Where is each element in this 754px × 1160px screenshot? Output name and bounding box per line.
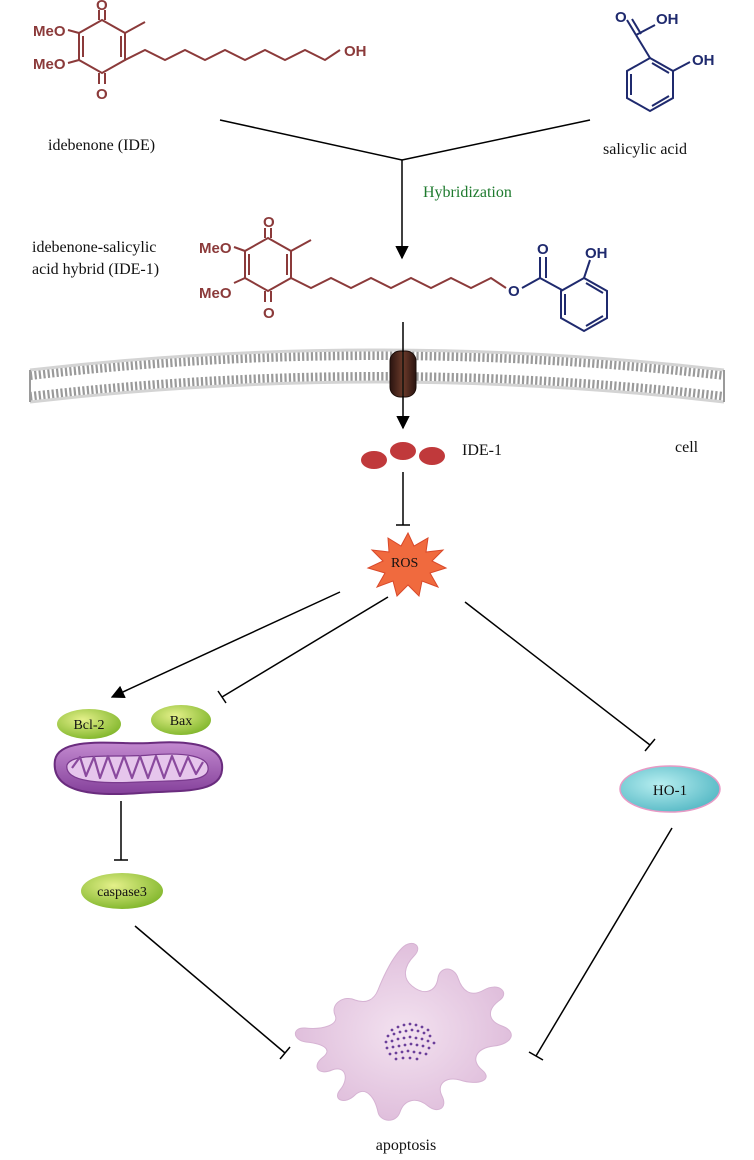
hyb-ester-o: O xyxy=(508,283,520,300)
sal-oh-phenol: OH xyxy=(692,52,715,69)
salicylic-acid-structure xyxy=(626,18,691,113)
ide-o-top: O xyxy=(96,0,108,14)
ros-label: ROS xyxy=(391,556,418,571)
hybrid-label-line1: idebenone-salicylic xyxy=(32,239,156,256)
ros-burst: ROS xyxy=(366,531,448,598)
bcl2-label: Bcl-2 xyxy=(73,718,104,733)
caspase3-node: caspase3 xyxy=(81,873,163,909)
caspase3-inhibits-apoptosis xyxy=(134,925,291,1060)
ide1-label: IDE-1 xyxy=(462,442,502,459)
sal-o: O xyxy=(615,9,627,26)
mito-inhibits-caspase3 xyxy=(114,801,128,861)
apoptosis-label: apoptosis xyxy=(376,1137,436,1154)
ros-activates-bcl2 xyxy=(110,591,341,699)
hybridization-label: Hybridization xyxy=(423,184,512,201)
ide-o-bottom: O xyxy=(96,86,108,103)
ide-oh: OH xyxy=(344,43,367,60)
bcl2-node: Bcl-2 xyxy=(57,709,121,739)
cell-membrane xyxy=(29,348,725,404)
bax-label: Bax xyxy=(170,714,193,729)
hybrid-label-line2: acid hybrid (IDE-1) xyxy=(32,261,159,278)
ho1-label: HO-1 xyxy=(653,783,687,799)
hyb-meo-top: MeO xyxy=(199,240,232,257)
salicylic-acid-label: salicylic acid xyxy=(603,141,687,158)
hybrid-atom-labels: MeO MeO O O O O OH xyxy=(199,214,608,322)
ho1-inhibits-apoptosis xyxy=(528,827,673,1061)
fragmented-nucleus xyxy=(384,1022,436,1061)
idebenone-label: idebenone (IDE) xyxy=(48,137,155,154)
cell-label: cell xyxy=(675,439,699,456)
ho1-node: HO-1 xyxy=(619,765,721,813)
ros-inhibits-ho1 xyxy=(464,601,656,752)
hybrid-structure xyxy=(233,228,608,333)
idebenone-atom-labels: MeO MeO O O OH xyxy=(33,0,367,103)
caspase3-label: caspase3 xyxy=(97,885,147,900)
hybridization-connector xyxy=(219,119,591,260)
ide-meo-bottom: MeO xyxy=(33,56,66,73)
hyb-o-top: O xyxy=(263,214,275,231)
salicylic-atom-labels: O OH OH xyxy=(615,9,715,69)
mitochondrion xyxy=(53,741,224,796)
apoptotic-cell xyxy=(294,943,512,1121)
hyb-carbonyl-o: O xyxy=(537,241,549,258)
idebenone-structure xyxy=(67,10,341,84)
hyb-meo-bottom: MeO xyxy=(199,285,232,302)
ide1-inhibits-ros xyxy=(396,472,410,526)
sal-oh-acid: OH xyxy=(656,11,679,28)
hyb-oh: OH xyxy=(585,245,608,262)
ide-meo-top: MeO xyxy=(33,23,66,40)
hyb-o-bottom: O xyxy=(263,305,275,322)
ros-inhibits-bax xyxy=(217,596,389,704)
ide1-particles xyxy=(361,442,445,469)
bax-node: Bax xyxy=(151,705,211,735)
